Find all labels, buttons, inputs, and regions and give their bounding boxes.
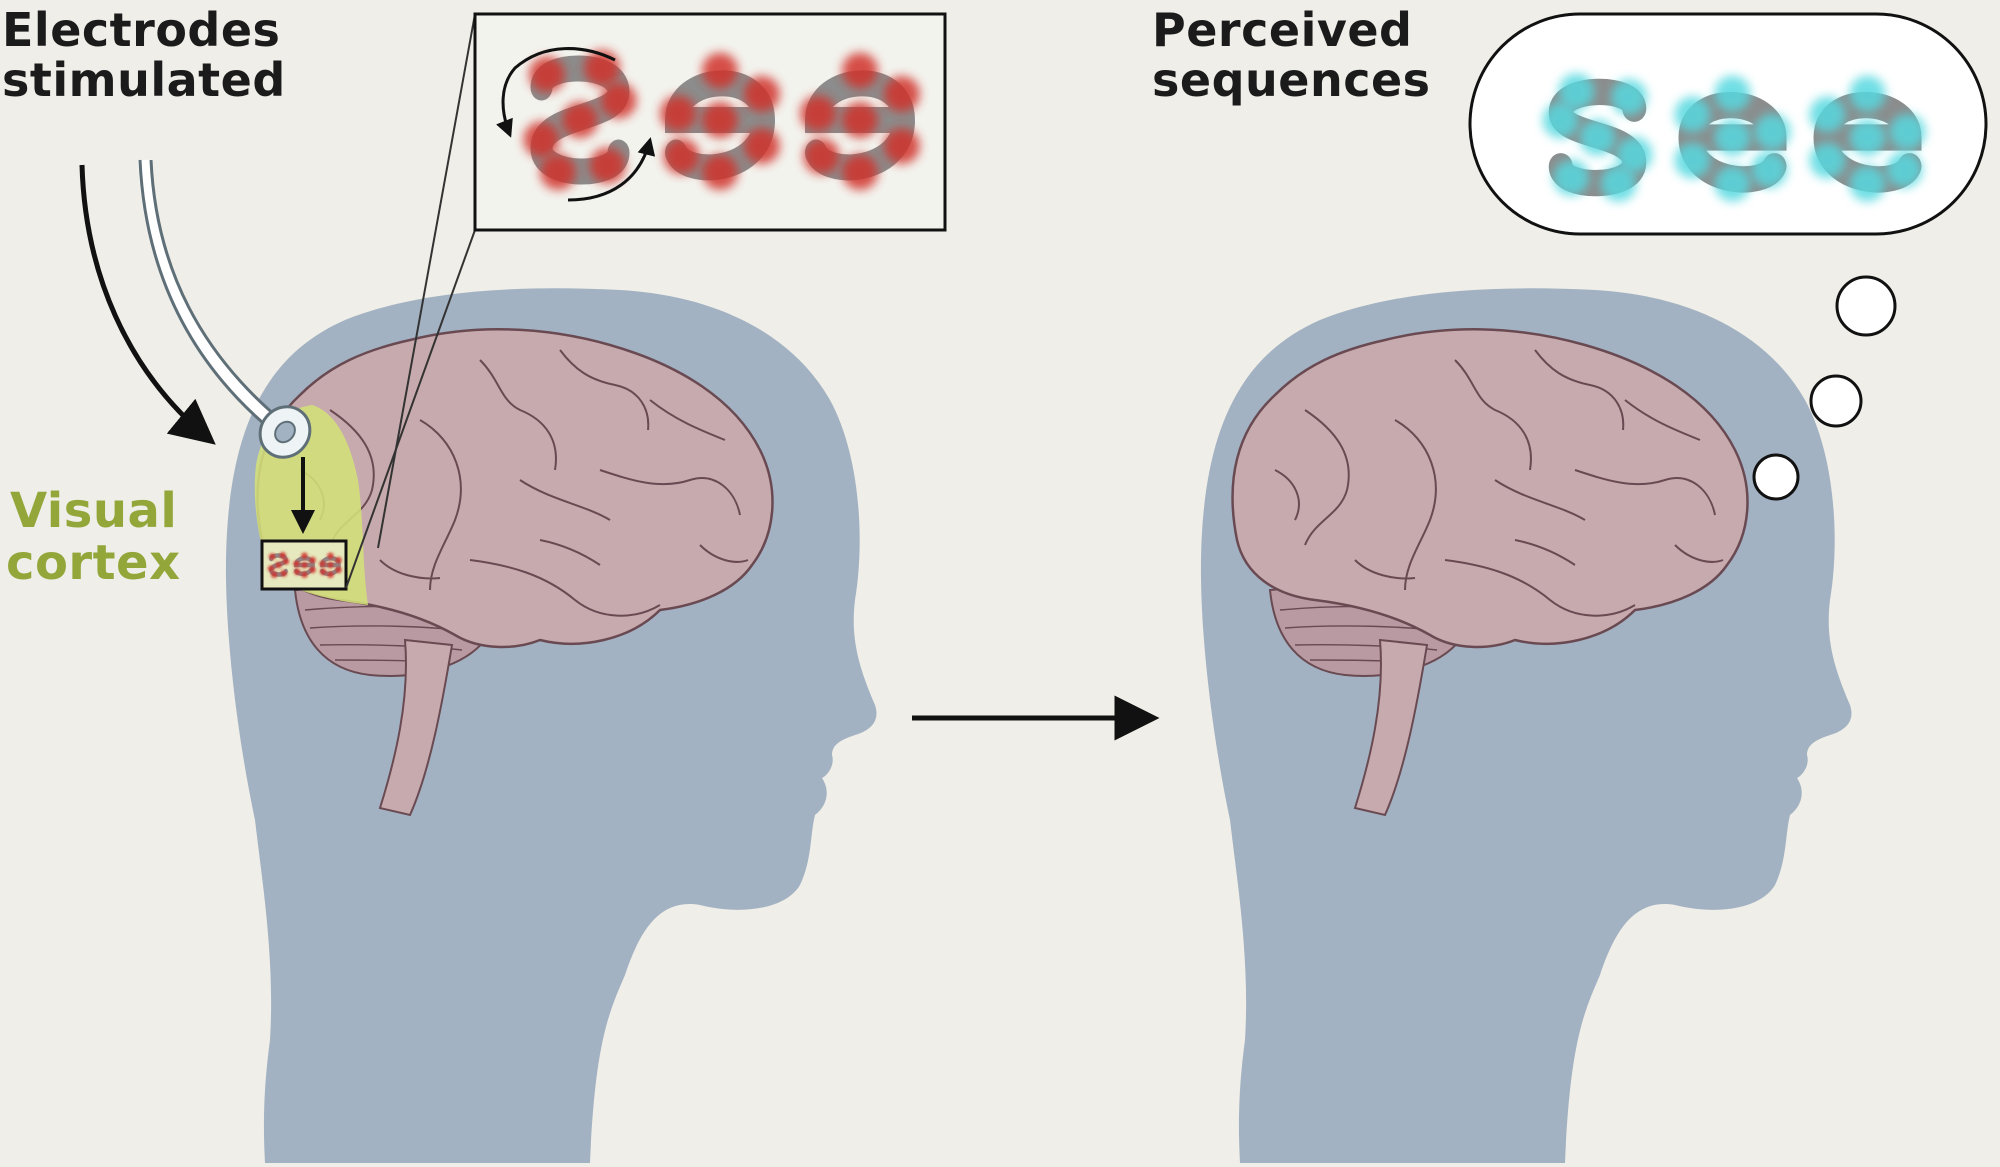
electrodes-label-line1: Electrodes	[2, 3, 281, 57]
left-cerebrum	[256, 328, 774, 649]
mini-dot	[309, 556, 316, 564]
stimulation-inset	[473, 12, 947, 232]
thought-bubble-dot-medium	[1809, 374, 1863, 428]
mini-dot	[280, 570, 288, 577]
perceived-dot	[1579, 119, 1616, 156]
thought-bubble-dot-large	[1835, 275, 1897, 337]
inset-trace-arrow-top	[496, 47, 616, 138]
mini-dot	[275, 561, 282, 569]
perceived-dot	[1849, 165, 1886, 202]
right-cerebrum-sulci	[1274, 349, 1724, 617]
perceived-dot	[1553, 159, 1590, 196]
right-cerebrum	[1231, 328, 1749, 649]
electrodes-stimulated-label: Electrodes stimulated	[2, 3, 286, 107]
perceived-dot	[1674, 96, 1711, 133]
mini-dot	[319, 568, 327, 576]
perceived-dot	[1616, 136, 1653, 173]
mini-dot	[301, 552, 308, 560]
mini-dot	[327, 571, 334, 578]
inset-dot	[743, 128, 780, 164]
inset-dot	[663, 138, 700, 175]
zoom-line-top	[377, 13, 476, 549]
inset-dot	[529, 56, 565, 93]
perceived-dot	[1754, 113, 1791, 150]
inset-dot	[803, 138, 840, 175]
perceived-dot	[1889, 113, 1926, 150]
inset-dot	[540, 154, 576, 190]
perceived-dot	[1558, 73, 1595, 110]
perceived-dot	[1886, 151, 1923, 188]
mini-dot	[293, 568, 301, 576]
inset-dot	[600, 82, 637, 119]
mini-dot	[309, 566, 316, 574]
perceived-sequences-label: Perceived sequences	[1152, 3, 1431, 107]
mini-dot	[327, 552, 334, 560]
perceived-dot	[1809, 96, 1846, 133]
electrode-ring-hole	[274, 420, 296, 444]
thought-bubble	[1468, 12, 1988, 501]
inset-dot	[842, 102, 878, 138]
inset-dot	[702, 52, 738, 89]
perceived-dot	[1714, 75, 1751, 112]
mini-dot	[319, 560, 326, 568]
electrode-wire-outline	[138, 159, 289, 436]
inset-dot	[842, 52, 878, 89]
visual-cortex-label: Visual cortex	[6, 483, 181, 591]
zoom-line-bottom	[345, 229, 476, 589]
mini-dot	[335, 556, 342, 564]
inset-dot	[523, 121, 560, 158]
perceived-dot	[1542, 102, 1579, 139]
perceived-dot	[1600, 165, 1637, 202]
inset-dot	[883, 76, 920, 112]
mini-dot	[279, 552, 287, 559]
thought-bubble-dot-small	[1752, 453, 1800, 501]
inset-dot	[743, 76, 780, 112]
electrodes-pointer-arrow	[79, 164, 216, 445]
perceived-phosphene-dots	[1542, 73, 1926, 202]
electrodes-label-line2: stimulated	[2, 52, 286, 107]
mini-dot	[282, 558, 290, 565]
mini-dot	[267, 565, 275, 572]
inset-trace-arrow-bottom	[567, 137, 656, 202]
inset-electrode-dots	[523, 50, 920, 190]
left-brainstem	[378, 638, 454, 817]
inset-dot	[562, 102, 598, 138]
perceived-dot	[1714, 119, 1751, 156]
inset-dot	[842, 154, 878, 190]
electrode-wire	[138, 159, 287, 436]
perceived-dot	[1849, 75, 1886, 112]
perceived-dot	[1849, 119, 1886, 156]
perceived-dot	[1714, 165, 1751, 202]
left-head-group	[79, 13, 877, 1164]
mini-dot	[293, 560, 300, 568]
inset-dot	[702, 102, 738, 138]
visual-cortex-label-line1: Visual	[10, 483, 178, 539]
mini-dot	[301, 561, 308, 569]
perceived-label-line1: Perceived	[1152, 3, 1413, 57]
inset-dot	[800, 95, 837, 132]
mini-dot	[301, 571, 308, 578]
right-brainstem	[1353, 638, 1429, 817]
visual-cortex-label-line2: cortex	[6, 534, 181, 591]
right-head-group	[1200, 288, 1852, 1164]
cortex-mini-sequence	[267, 552, 342, 578]
inset-dot	[702, 154, 738, 190]
mini-dot	[268, 553, 276, 560]
inset-dot	[883, 128, 920, 164]
perceived-label-line2: sequences	[1152, 52, 1431, 107]
mini-dot	[327, 561, 334, 569]
mini-dot	[335, 566, 342, 574]
perceived-dot	[1674, 142, 1711, 179]
perceived-dot	[1809, 142, 1846, 179]
perceived-dot	[1611, 79, 1647, 116]
mini-dot	[270, 571, 278, 578]
inset-dot	[660, 95, 697, 132]
inset-dot	[589, 147, 626, 184]
perceived-dot	[1751, 151, 1788, 188]
